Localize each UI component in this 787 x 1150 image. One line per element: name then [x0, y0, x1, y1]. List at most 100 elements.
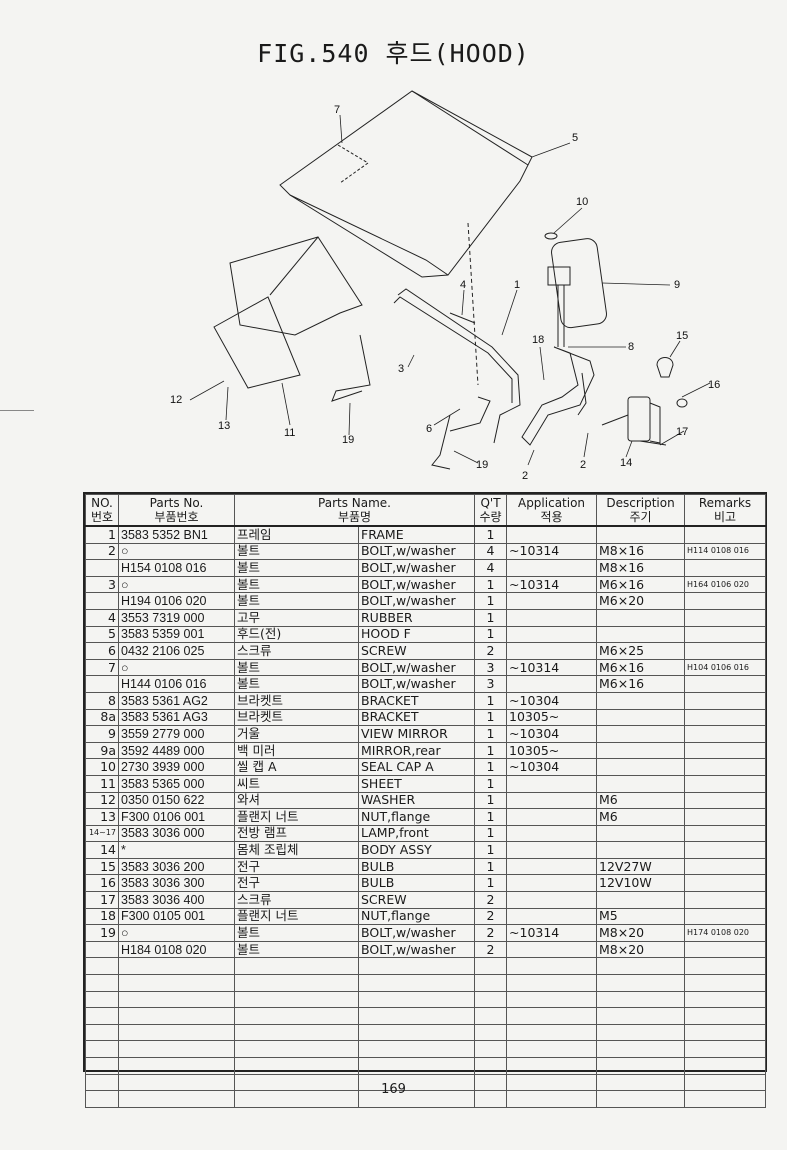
part-name-ko-cell: 와셔 [234, 791, 359, 810]
part-number-cell: ○ [118, 575, 235, 594]
description-cell: M6×16 [596, 658, 686, 677]
row-number-cell: 4 [85, 608, 119, 627]
empty-cell [357, 957, 476, 976]
part-number-cell: H154 0108 016 [118, 559, 235, 577]
application-cell: ~10314 [506, 658, 598, 677]
empty-cell [85, 1023, 119, 1042]
callout-label: 17 [676, 426, 688, 438]
empty-table-row [85, 957, 767, 976]
frame-drawing [397, 288, 521, 444]
callout-label: 9 [674, 279, 680, 291]
empty-cell [85, 974, 119, 992]
empty-cell [85, 957, 119, 976]
part-number-cell: F300 0106 001 [118, 808, 235, 826]
margin-mark [0, 410, 34, 411]
row-number-cell: 1 [85, 525, 119, 544]
part-name-en-cell: WASHER [357, 791, 476, 810]
part-name-ko-cell: 백 미러 [234, 741, 359, 760]
remarks-cell [684, 891, 767, 909]
empty-cell [357, 1057, 476, 1075]
quantity-cell: 1 [474, 758, 508, 776]
row-number-cell: 12 [85, 791, 119, 810]
remarks-cell [684, 525, 767, 544]
part-name-en-cell: BOLT,w/washer [357, 575, 476, 594]
part-number-cell: H144 0106 016 [118, 675, 235, 693]
callout-label: 12 [170, 394, 182, 406]
mirror-drawing [551, 238, 607, 329]
quantity-cell: 3 [474, 675, 508, 693]
quantity-cell: 1 [474, 608, 508, 627]
part-number-cell: H184 0108 020 [118, 940, 235, 959]
front-lamp-drawing [627, 396, 651, 442]
quantity-cell: 1 [474, 874, 508, 893]
empty-cell [118, 990, 235, 1009]
empty-cell [474, 1023, 508, 1042]
application-cell: ~10304 [506, 758, 598, 776]
part-name-en-cell: RUBBER [357, 608, 476, 627]
part-name-en-cell: NUT,flange [357, 907, 476, 926]
empty-cell [474, 990, 508, 1009]
description-cell [596, 741, 686, 760]
quantity-cell: 1 [474, 741, 508, 760]
quantity-cell: 1 [474, 774, 508, 793]
part-name-ko-cell: 씨트 [234, 774, 359, 793]
empty-cell [596, 1057, 686, 1075]
part-name-en-cell: BOLT,w/washer [357, 592, 476, 610]
empty-cell [118, 974, 235, 992]
empty-cell [474, 1007, 508, 1025]
description-cell [596, 691, 686, 710]
empty-cell [596, 974, 686, 992]
remarks-cell [684, 857, 767, 876]
part-number-cell: 3583 5361 AG2 [118, 691, 235, 710]
part-name-ko-cell: 볼트 [234, 924, 359, 942]
part-name-ko-cell: 씰 캡 A [234, 758, 359, 776]
bracket-drawing [521, 346, 595, 446]
remarks-cell [684, 559, 767, 577]
column-header-ko: 부품명 [337, 510, 372, 524]
callout-label: 5 [572, 132, 578, 144]
part-name-ko-cell: 브라켓트 [234, 691, 359, 710]
description-cell: M8×16 [596, 542, 686, 561]
column-header-ko: 적용 [540, 510, 563, 524]
part-number-cell: ○ [118, 658, 235, 677]
part-name-ko-cell: 거울 [234, 725, 359, 743]
part-name-ko-cell: 볼트 [234, 940, 359, 959]
application-cell [506, 592, 598, 610]
part-name-en-cell: BOLT,w/washer [357, 658, 476, 677]
quantity-cell: 1 [474, 625, 508, 644]
empty-cell [596, 1040, 686, 1058]
part-name-ko-cell: 볼트 [234, 592, 359, 610]
empty-cell [596, 1023, 686, 1042]
quantity-cell: 1 [474, 592, 508, 610]
application-cell: 10305~ [506, 741, 598, 760]
row-number-cell: 6 [85, 642, 119, 660]
application-cell [506, 525, 598, 544]
empty-cell [234, 1057, 359, 1075]
part-name-ko-cell: 후드(전) [234, 625, 359, 644]
application-cell [506, 774, 598, 793]
quantity-cell: 1 [474, 857, 508, 876]
remarks-cell [684, 874, 767, 893]
part-number-cell: 3592 4489 000 [118, 741, 235, 760]
row-number-cell: 14~17 [85, 824, 119, 843]
empty-cell [506, 1057, 598, 1075]
description-cell: M6×25 [596, 642, 686, 660]
application-cell [506, 857, 598, 876]
empty-cell [85, 990, 119, 1009]
callout-label: 13 [218, 420, 230, 432]
callout-label: 2 [580, 459, 586, 471]
column-header: NO.번호 [85, 494, 119, 527]
row-number-cell: 15 [85, 857, 119, 876]
quantity-cell: 1 [474, 725, 508, 743]
empty-table-row [85, 974, 767, 992]
row-number-cell: 8a [85, 708, 119, 727]
sheet-drawing [229, 236, 363, 336]
empty-cell [357, 1007, 476, 1025]
